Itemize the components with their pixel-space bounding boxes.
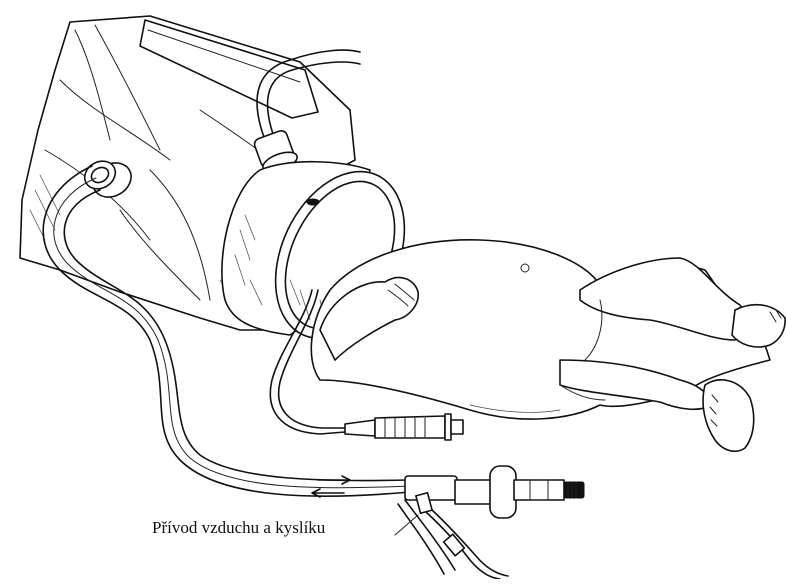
- caption-air-oxygen-supply: Přívod vzduchu a kyslíku: [152, 518, 325, 538]
- tube-end-connector: [395, 466, 584, 579]
- syringe: [345, 414, 463, 440]
